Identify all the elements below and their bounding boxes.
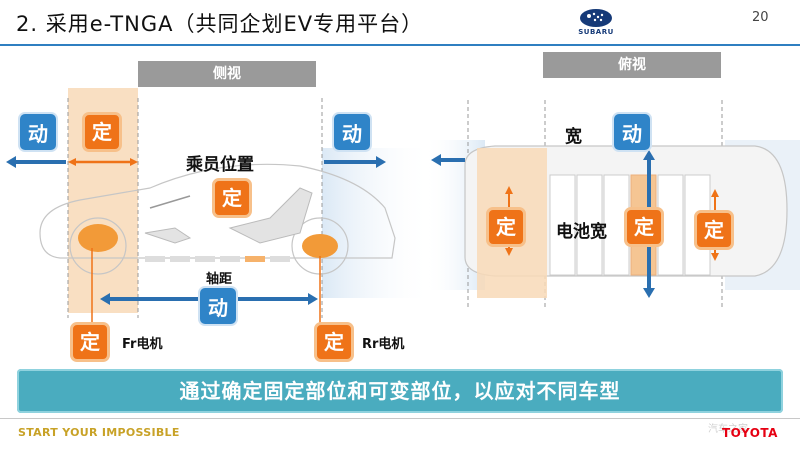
side-rear-move-box: 动 — [332, 112, 372, 152]
side-view-label: 侧视 — [138, 61, 316, 87]
front-motor-fixed-box: 定 — [70, 322, 110, 362]
page-title: 2. 采用e-TNGA（共同企划EV专用平台） — [16, 12, 424, 36]
front-motor-label: Fr电机 — [122, 337, 163, 352]
brand-logo-text: SUBARU — [578, 28, 614, 36]
side-front-move-box: 动 — [18, 112, 58, 152]
title-divider — [0, 44, 800, 46]
width-label: 宽 — [565, 127, 582, 147]
top-view-label: 俯视 — [543, 52, 721, 78]
toyota-logo: TOYOTA — [722, 426, 778, 440]
top-front-fixed-box: 定 — [486, 207, 526, 247]
top-rear-fixed-box: 定 — [694, 210, 734, 250]
footer-divider — [0, 418, 800, 419]
passenger-position-label: 乘员位置 — [186, 155, 254, 175]
wheelbase-label: 轴距 — [206, 272, 233, 287]
side-front-fixed-box: 定 — [82, 112, 122, 152]
width-move-box: 动 — [612, 112, 652, 152]
battery-width-label: 电池宽 — [556, 222, 607, 242]
conclusion-banner: 通过确定固定部位和可变部位，以应对不同车型 — [17, 369, 783, 413]
passenger-fixed-box: 定 — [212, 178, 252, 218]
page-number: 20 — [752, 10, 769, 25]
rear-motor-fixed-box: 定 — [314, 322, 354, 362]
banner-border — [17, 369, 783, 413]
rear-motor-label: Rr电机 — [362, 337, 405, 352]
footer-slogan: START YOUR IMPOSSIBLE — [18, 426, 180, 439]
battery-fixed-box: 定 — [624, 207, 664, 247]
watermark-text: 汽车之家 — [708, 424, 748, 435]
wheelbase-move-box: 动 — [198, 286, 238, 326]
subaru-logo-icon — [580, 9, 612, 27]
